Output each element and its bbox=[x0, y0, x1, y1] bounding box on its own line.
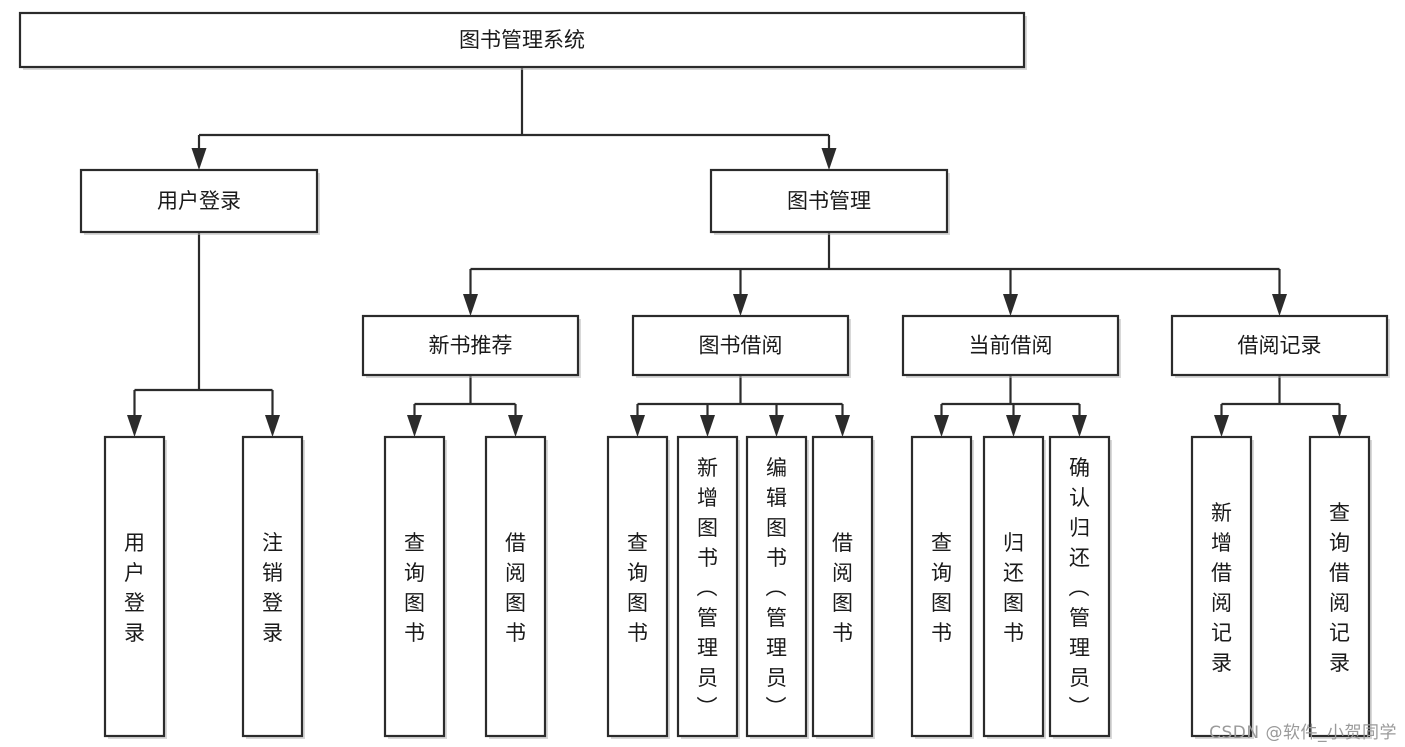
node-label: 用户登录 bbox=[124, 531, 145, 645]
node-leaf-user-logout[interactable]: 注销登录 bbox=[241, 435, 305, 739]
connector-borrow bbox=[630, 375, 850, 437]
node-leaf-new-borrow[interactable]: 借阅图书 bbox=[484, 435, 548, 739]
node-box[interactable] bbox=[1190, 435, 1253, 738]
connector-login bbox=[127, 232, 280, 437]
node-login[interactable]: 用户登录 bbox=[79, 168, 320, 235]
arrow-head-icon bbox=[1072, 415, 1087, 437]
arrow-head-icon bbox=[1214, 415, 1229, 437]
node-box[interactable] bbox=[484, 435, 547, 738]
node-leaf-borrow-add[interactable]: 新增图书（管理员） bbox=[676, 435, 740, 739]
node-borrow[interactable]: 图书借阅 bbox=[631, 314, 851, 378]
node-root[interactable]: 图书管理系统 bbox=[18, 11, 1027, 70]
node-label: 查询图书 bbox=[627, 531, 648, 645]
node-box[interactable] bbox=[361, 314, 580, 377]
node-label: 借阅图书 bbox=[505, 531, 526, 645]
node-label: 新书推荐 bbox=[429, 334, 513, 358]
arrow-head-icon bbox=[769, 415, 784, 437]
node-box[interactable] bbox=[745, 435, 808, 738]
node-leaf-cur-confirm[interactable]: 确认归还（管理员） bbox=[1048, 435, 1112, 739]
node-box[interactable] bbox=[1308, 435, 1371, 738]
node-label: 确认归还（管理员） bbox=[1069, 456, 1091, 720]
node-label: 图书管理系统 bbox=[459, 28, 585, 52]
arrow-head-icon bbox=[733, 294, 748, 316]
node-leaf-borrow-query[interactable]: 查询图书 bbox=[606, 435, 670, 739]
node-box[interactable] bbox=[383, 435, 446, 738]
node-box[interactable] bbox=[1170, 314, 1389, 377]
node-box[interactable] bbox=[631, 314, 850, 377]
node-box[interactable] bbox=[241, 435, 304, 738]
node-box[interactable] bbox=[811, 435, 874, 738]
node-label: 新增借阅记录 bbox=[1211, 501, 1232, 675]
node-box[interactable] bbox=[901, 314, 1120, 377]
node-label: 图书借阅 bbox=[699, 334, 783, 358]
connector-newbook bbox=[407, 375, 523, 437]
arrow-head-icon bbox=[1006, 415, 1021, 437]
arrow-head-icon bbox=[700, 415, 715, 437]
arrow-head-icon bbox=[630, 415, 645, 437]
node-label: 当前借阅 bbox=[969, 334, 1053, 358]
arrow-head-icon bbox=[508, 415, 523, 437]
node-leaf-rec-query[interactable]: 查询借阅记录 bbox=[1308, 435, 1372, 739]
arrow-head-icon bbox=[407, 415, 422, 437]
arrow-head-icon bbox=[191, 148, 207, 170]
node-leaf-borrow-lend[interactable]: 借阅图书 bbox=[811, 435, 875, 739]
arrow-head-icon bbox=[127, 415, 142, 437]
node-leaf-borrow-edit[interactable]: 编辑图书（管理员） bbox=[745, 435, 809, 739]
node-box[interactable] bbox=[1048, 435, 1111, 738]
node-box[interactable] bbox=[676, 435, 739, 738]
node-records[interactable]: 借阅记录 bbox=[1170, 314, 1390, 378]
connector-current bbox=[934, 375, 1087, 437]
connector-records bbox=[1214, 375, 1347, 437]
node-leaf-rec-add[interactable]: 新增借阅记录 bbox=[1190, 435, 1254, 739]
node-box[interactable] bbox=[910, 435, 973, 738]
arrow-head-icon bbox=[1332, 415, 1347, 437]
node-box[interactable] bbox=[709, 168, 949, 234]
arrow-head-icon bbox=[463, 294, 478, 316]
node-label: 注销登录 bbox=[262, 531, 283, 645]
connector-root bbox=[191, 67, 837, 170]
nodes-layer: 图书管理系统用户登录图书管理新书推荐图书借阅当前借阅借阅记录用户登录注销登录查询… bbox=[18, 11, 1390, 739]
node-label: 新增图书（管理员） bbox=[697, 456, 719, 720]
node-box[interactable] bbox=[606, 435, 669, 738]
connectors-layer bbox=[127, 67, 1347, 437]
node-label: 查询图书 bbox=[404, 531, 425, 645]
arrow-head-icon bbox=[934, 415, 949, 437]
node-label: 编辑图书（管理员） bbox=[766, 456, 788, 720]
node-label: 归还图书 bbox=[1003, 531, 1024, 645]
node-box[interactable] bbox=[18, 11, 1026, 69]
arrow-head-icon bbox=[821, 148, 837, 170]
arrow-head-icon bbox=[265, 415, 280, 437]
arrow-head-icon bbox=[1003, 294, 1018, 316]
node-leaf-cur-query[interactable]: 查询图书 bbox=[910, 435, 974, 739]
node-label: 借阅图书 bbox=[832, 531, 853, 645]
node-leaf-user-login[interactable]: 用户登录 bbox=[103, 435, 167, 739]
node-box[interactable] bbox=[982, 435, 1045, 738]
node-label: 图书管理 bbox=[787, 189, 871, 213]
node-label: 用户登录 bbox=[157, 189, 241, 213]
node-label: 借阅记录 bbox=[1238, 334, 1322, 358]
node-newbook[interactable]: 新书推荐 bbox=[361, 314, 581, 378]
node-box[interactable] bbox=[103, 435, 166, 738]
node-leaf-cur-return[interactable]: 归还图书 bbox=[982, 435, 1046, 739]
node-box[interactable] bbox=[79, 168, 319, 234]
node-leaf-new-query[interactable]: 查询图书 bbox=[383, 435, 447, 739]
node-current[interactable]: 当前借阅 bbox=[901, 314, 1121, 378]
node-bookmgmt[interactable]: 图书管理 bbox=[709, 168, 950, 235]
node-label: 查询借阅记录 bbox=[1329, 501, 1350, 675]
watermark-text: CSDN @软件_小贺同学 bbox=[1209, 723, 1397, 743]
arrow-head-icon bbox=[835, 415, 850, 437]
connector-bookmgmt bbox=[463, 232, 1287, 316]
node-label: 查询图书 bbox=[931, 531, 952, 645]
arrow-head-icon bbox=[1272, 294, 1287, 316]
